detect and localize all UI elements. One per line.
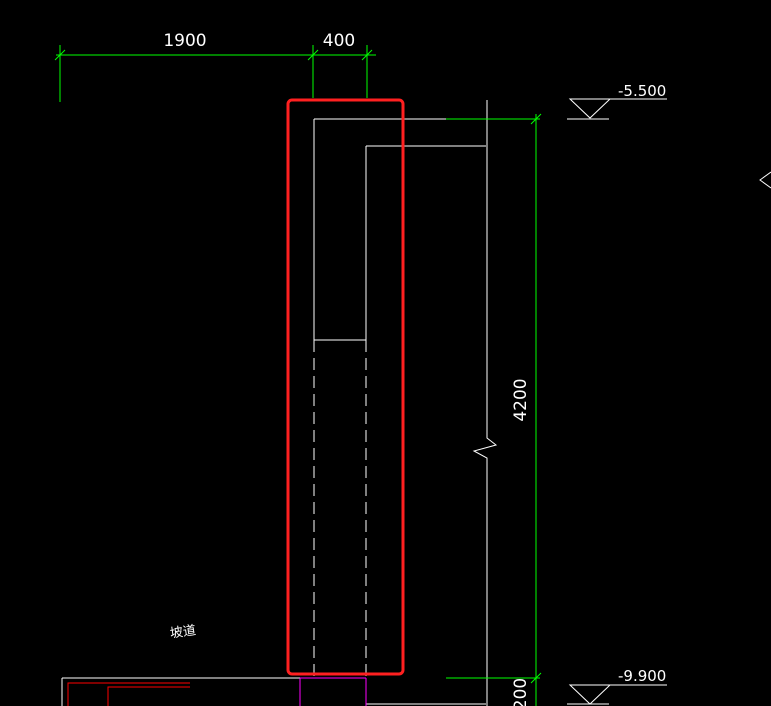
dim-label-400: 400 — [323, 31, 355, 51]
slab-dimension-segments — [446, 118, 540, 679]
tick-mark — [530, 672, 542, 684]
tick-mark — [54, 49, 66, 61]
red-line-outer — [67, 682, 190, 706]
elevation-triangle-icon — [568, 684, 612, 705]
elevation-label-bottom: -9.900 — [618, 667, 666, 685]
partial-marker-icon — [759, 171, 771, 189]
top-dimension-group — [54, 45, 376, 102]
elevation-label-top: -5.500 — [618, 82, 666, 100]
elevation-marker-bottom — [567, 684, 667, 705]
ramp-note: 坡道 — [169, 623, 197, 641]
elevation-marker-top — [567, 98, 667, 120]
tick-mark — [530, 113, 542, 125]
right-dimension-group — [530, 113, 542, 706]
bottom-colored-lines — [67, 677, 367, 706]
dim-label-4200: 4200 — [511, 378, 531, 421]
dim-label-200: 200 — [511, 678, 531, 706]
red-line-inner — [107, 686, 190, 706]
highlight-box — [286, 98, 405, 676]
dim-label-1900: 1900 — [163, 31, 206, 51]
tick-mark — [361, 49, 373, 61]
break-symbol-line — [472, 100, 498, 706]
wall-section — [61, 100, 498, 706]
elevation-triangle-icon — [568, 98, 612, 119]
tick-mark — [307, 49, 319, 61]
